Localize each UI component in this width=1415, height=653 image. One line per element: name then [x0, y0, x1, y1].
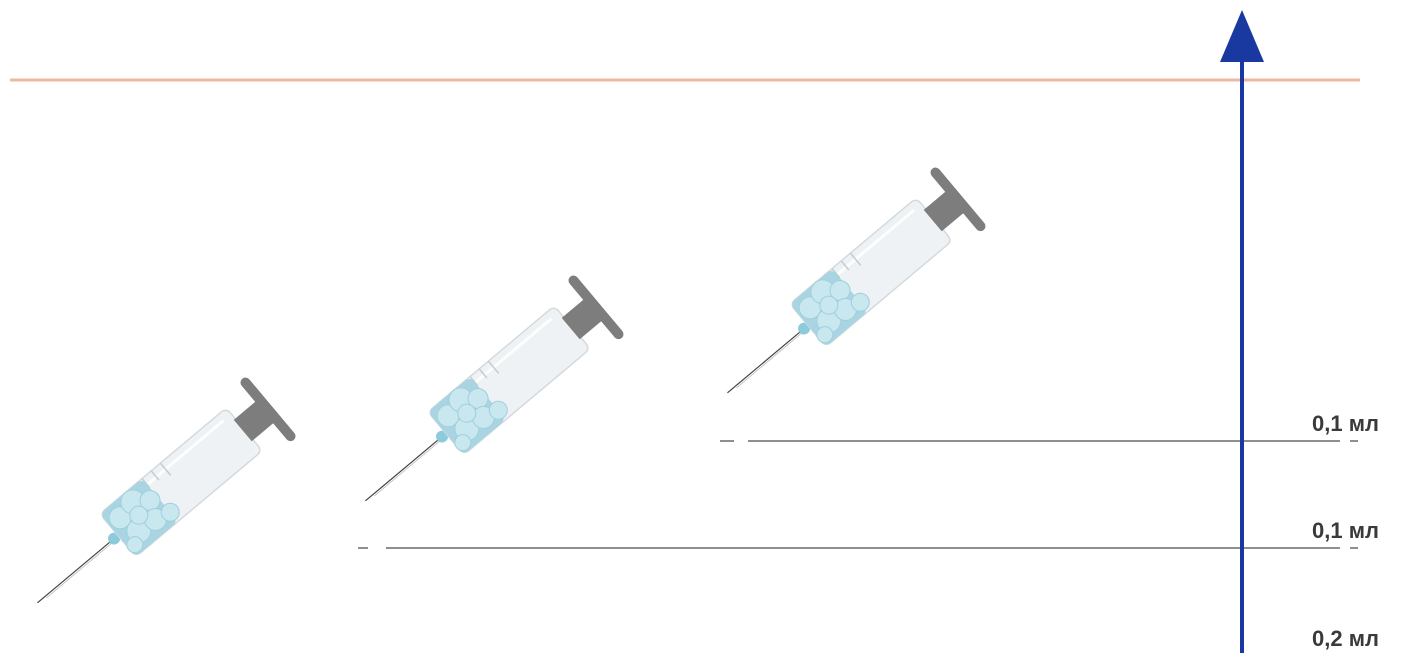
dose-label-1: 0,1 мл — [1312, 411, 1379, 437]
dose-label-3: 0,2 мл — [1312, 626, 1379, 652]
syringe-3 — [702, 166, 988, 424]
dose-label-2: 0,1 мл — [1312, 518, 1379, 544]
syringe-1 — [12, 376, 298, 634]
up-arrow-icon — [1220, 10, 1264, 62]
syringe-2 — [340, 274, 626, 532]
